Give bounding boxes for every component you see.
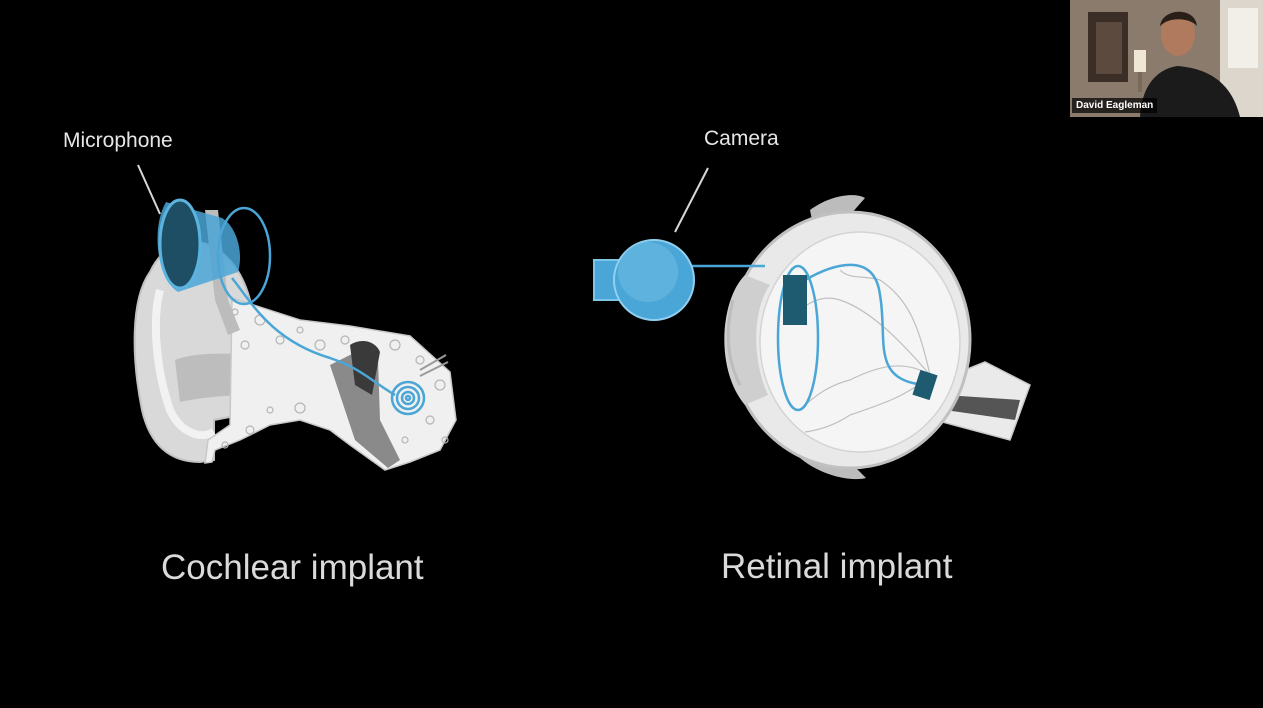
retinal-implant-wire bbox=[804, 263, 926, 387]
retinal-implant-loop bbox=[776, 264, 820, 412]
camera-callout-line bbox=[674, 167, 709, 233]
cochlear-implant-wire bbox=[231, 277, 396, 397]
camera-device bbox=[593, 239, 695, 321]
microphone-label: Microphone bbox=[63, 129, 173, 152]
microphone-device bbox=[157, 198, 241, 292]
microphone-callout-line bbox=[137, 164, 161, 215]
participant-name-tag: David Eagleman bbox=[1072, 98, 1158, 113]
cochlea-spiral bbox=[390, 380, 426, 416]
participant-video-tile[interactable]: David Eagleman bbox=[1070, 0, 1263, 117]
optic-electrode-chip bbox=[912, 369, 938, 401]
retinal-implant-caption: Retinal implant bbox=[721, 547, 953, 586]
camera-label: Camera bbox=[704, 127, 779, 150]
temporal-bone-shape bbox=[204, 296, 457, 471]
retinal-electrode-chip bbox=[783, 275, 807, 325]
cochlear-implant-caption: Cochlear implant bbox=[161, 548, 424, 587]
participant-video-feed bbox=[1070, 0, 1263, 117]
